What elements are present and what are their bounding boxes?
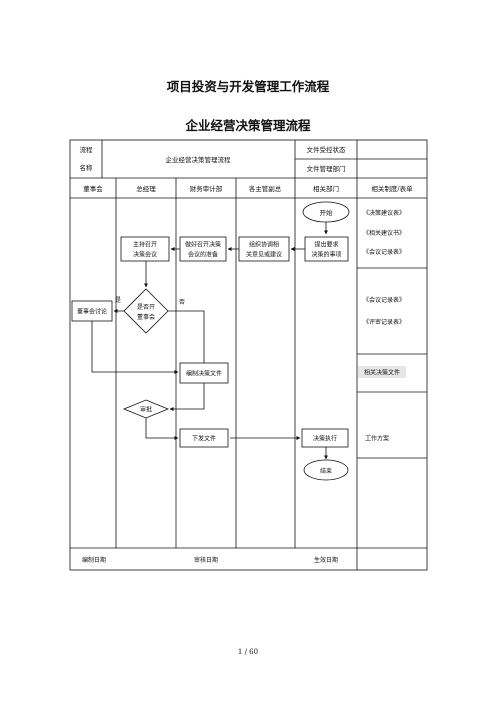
start-node: 开始 <box>302 201 350 223</box>
compile-document-node: 编制决策文件 <box>179 362 229 384</box>
flowchart-title: 企业经营决策管理流程 <box>185 118 311 133</box>
form-highlight <box>358 366 406 378</box>
control-status-label: 文件受控状态 <box>307 145 347 154</box>
column-header-board: 董事会 <box>83 184 103 193</box>
column-header-departments: 相关部门 <box>313 184 339 193</box>
column-header-finance: 财务审计部 <box>190 184 223 193</box>
column-header-forms: 相关制度/表单 <box>371 184 413 193</box>
footer-reviewed-date: 审核日期 <box>194 556 218 564</box>
execute-node: 决策执行 <box>301 428 349 448</box>
compile-document-label: 编制决策文件 <box>186 370 222 378</box>
propose-line-1: 提出要求 <box>314 241 338 249</box>
form-decision-documents: 相关决策文件 <box>364 369 400 377</box>
issue-document-label: 下发文件 <box>192 435 216 443</box>
coordinate-line-2: 关意见或建议 <box>246 251 282 259</box>
approve-label: 审批 <box>140 406 152 414</box>
board-discussion-label: 董事会讨论 <box>77 308 107 316</box>
yes-label: 是 <box>115 297 121 304</box>
host-meeting-node: 主持召开 决策会议 <box>120 236 170 262</box>
process-label-1: 流程 <box>80 145 94 154</box>
form-related-proposal: 《相关建议书》 <box>363 229 405 237</box>
propose-node: 提出要求 决策的事项 <box>304 236 349 262</box>
process-name: 企业经营决策管理流程 <box>166 155 232 164</box>
prepare-node: 做好召开决策 会议的准备 <box>179 236 227 262</box>
propose-line-2: 决策的事项 <box>311 251 341 259</box>
form-meeting-record-1: 《会议记录表》 <box>363 248 405 256</box>
host-line-2: 决策会议 <box>133 251 157 259</box>
board-discussion-node: 董事会讨论 <box>71 300 113 322</box>
management-dept-label: 文件管理部门 <box>307 164 346 173</box>
host-line-1: 主持召开 <box>133 241 157 249</box>
prepare-line-1: 做好召开决策 <box>185 241 221 249</box>
page-number: 1 / 60 <box>237 648 259 656</box>
prepare-line-2: 会议的准备 <box>188 251 218 259</box>
form-meeting-record-2: 《会议记录表》 <box>363 296 405 304</box>
decision-line-2: 董事会 <box>137 313 155 321</box>
start-label: 开始 <box>320 208 334 217</box>
approve-node: 审批 <box>122 399 170 419</box>
issue-document-node: 下发文件 <box>179 428 229 448</box>
decision-node: 是否开 董事会 <box>123 288 169 334</box>
coordinate-node: 组织协调相 关意见或建议 <box>238 236 290 262</box>
end-node: 结束 <box>303 459 349 481</box>
table-grid <box>69 139 428 571</box>
form-review-record: 《评审记录表》 <box>363 318 405 326</box>
end-label: 结束 <box>320 467 332 475</box>
column-header-gm: 总经理 <box>136 184 156 193</box>
footer-compiled-date: 编制日期 <box>82 556 106 564</box>
footer-effective-date: 生效日期 <box>314 556 338 564</box>
decision-line-1: 是否开 <box>137 304 155 311</box>
document-title: 项目投资与开发管理工作流程 <box>166 79 330 94</box>
column-header-vps: 各主管副总 <box>249 184 282 193</box>
form-work-plan: 工作方案 <box>365 435 389 443</box>
execute-label: 决策执行 <box>313 435 337 443</box>
process-label-2: 名称 <box>80 163 94 172</box>
connectors <box>91 222 328 460</box>
form-decision-proposal: 《决策建议表》 <box>363 209 405 217</box>
no-label: 否 <box>179 299 185 306</box>
coordinate-line-1: 组织协调相 <box>249 241 279 249</box>
